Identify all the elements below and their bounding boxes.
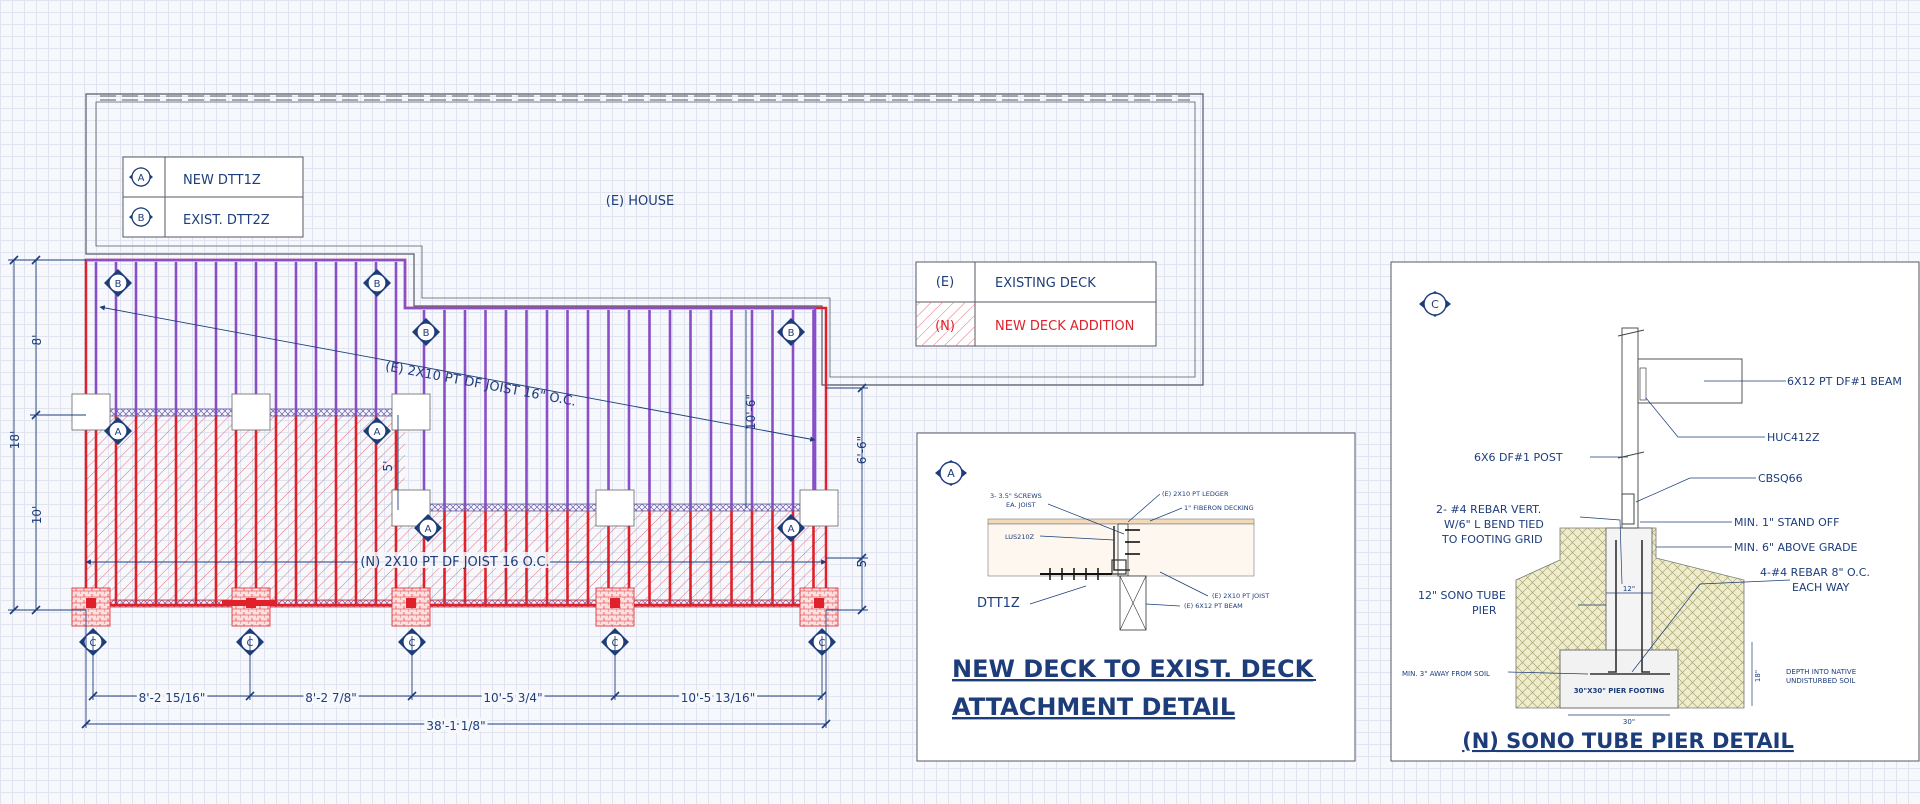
connector-marker-label: A	[374, 427, 381, 438]
connector-marker-a: A	[104, 417, 132, 445]
legend-marker-b-label: B	[138, 213, 145, 224]
connector-marker-label: A	[115, 427, 122, 438]
pier-note-rebar-vert-2: W/6" L BEND TIED	[1444, 518, 1544, 531]
dim-total: 38'-1 1/8"	[426, 719, 485, 733]
pier-detail: C	[1390, 261, 1920, 762]
pier-detail-title: (N) SONO TUBE PIER DETAIL	[1462, 729, 1794, 753]
legend-row-b-label: EXIST. DTT2Z	[183, 213, 270, 228]
note-beam: (E) 6X12 PT BEAM	[1184, 602, 1243, 610]
note-decking: 1" FIBERON DECKING	[1184, 504, 1254, 512]
house-label: (E) HOUSE	[606, 194, 674, 209]
note-ledger: (E) 2X10 PT LEDGER	[1162, 490, 1229, 498]
pier-note-post: 6X6 DF#1 POST	[1474, 451, 1563, 464]
attachment-detail: A	[916, 432, 1356, 762]
connector-marker-label: A	[788, 524, 795, 535]
pier-note-depth-dim: 18"	[1754, 670, 1762, 682]
attachment-detail-marker: A	[935, 460, 967, 486]
pier-note-standoff: MIN. 1" STAND OFF	[1734, 516, 1839, 529]
note-screws: 3- 3.5" SCREWS	[990, 492, 1042, 500]
pier-note-depth-1: DEPTH INTO NATIVE	[1786, 668, 1856, 676]
dim-bottom-1: 8'-2 15/16"	[139, 691, 206, 705]
connector-marker-label: B	[788, 328, 795, 339]
pier-note-sono-1: 12" SONO TUBE	[1418, 589, 1506, 602]
dim-overall-left: 18'	[8, 431, 22, 450]
deck-plan: (E) 2X10 PT DF JOIST 16" O.C. (N) 2X10 P…	[71, 258, 839, 627]
dim-upper-left: 8'	[30, 335, 44, 346]
legend-row-a-label: NEW DTT1Z	[183, 173, 261, 188]
legend-marker-a-label: A	[138, 173, 145, 184]
legend-new-tag: (N)	[935, 319, 955, 334]
legend-new-label: NEW DECK ADDITION	[995, 319, 1134, 334]
legend-existing-tag: (E)	[936, 275, 954, 290]
connector-marker-a: A	[414, 514, 442, 542]
connector-marker-a: A	[777, 514, 805, 542]
pier-note-dim30: 30"	[1623, 718, 1635, 726]
connector-marker-b: B	[412, 318, 440, 346]
legend-marker-b: B	[129, 207, 153, 227]
house-outline	[85, 93, 1204, 386]
dim-right-lower: 5'	[855, 557, 869, 568]
connector-marker-b: B	[777, 318, 805, 346]
pier-note-footing: 30"X30" PIER FOOTING	[1574, 687, 1665, 695]
attachment-title-2: ATTACHMENT DETAIL	[952, 693, 1235, 721]
pier-note-sono-2: PIER	[1472, 604, 1497, 617]
connector-marker-label: B	[374, 279, 381, 290]
pier-note-rebar-grid-1: 4-#4 REBAR 8" O.C.	[1760, 566, 1870, 579]
attachment-title-1: NEW DECK TO EXIST. DECK	[952, 655, 1315, 683]
new-joist-note: (N) 2X10 PT DF JOIST 16 O.C.	[360, 555, 549, 570]
pier-note-huc: HUC412Z	[1767, 431, 1820, 444]
note-screws-2: EA. JOIST	[1006, 501, 1036, 509]
legend-existing-label: EXISTING DECK	[995, 276, 1096, 291]
dim-span-upper: 10'-6"	[744, 394, 758, 430]
connector-marker-label: A	[425, 524, 432, 535]
dim-bottom-3: 10'-5 3/4"	[483, 691, 542, 705]
pier-note-soil: MIN. 3" AWAY FROM SOIL	[1402, 670, 1490, 678]
dim-bottom-4: 10'-5 13/16"	[681, 691, 755, 705]
pier-note-depth-2: UNDISTURBED SOIL	[1786, 677, 1855, 685]
attachment-detail-marker-label: A	[947, 467, 955, 480]
connector-marker-b: B	[104, 269, 132, 297]
connector-legend: A NEW DTT1Z B EXIST. DTT2Z	[122, 156, 304, 238]
pier-note-dim12: 12"	[1623, 585, 1635, 593]
connector-marker-label: B	[115, 279, 122, 290]
dim-lower-left: 10'	[30, 506, 44, 525]
pier-note-beam: 6X12 PT DF#1 BEAM	[1787, 375, 1902, 388]
dimension-labels: 18' 8' 10' 10'-6" 6'-6" 5' 5' 8'-2 15/16…	[8, 335, 869, 736]
deck-legend: (E) EXISTING DECK (N) NEW DECK ADDITION	[915, 261, 1157, 347]
pier-note-cbs: CBSQ66	[1758, 472, 1803, 485]
dimensions	[8, 255, 868, 729]
connector-marker-b: B	[363, 269, 391, 297]
dim-step: 5'	[381, 461, 395, 472]
legend-marker-a: A	[129, 167, 153, 187]
note-hanger: LUS210Z	[1005, 533, 1035, 541]
dim-right-upper: 6'-6"	[855, 436, 869, 464]
connector-marker-label: B	[423, 328, 430, 339]
pier-note-above-grade: MIN. 6" ABOVE GRADE	[1734, 541, 1858, 554]
pier-note-rebar-vert-1: 2- #4 REBAR VERT.	[1436, 503, 1541, 516]
connector-marker-a: A	[363, 417, 391, 445]
dim-bottom-2: 8'-2 7/8"	[305, 691, 357, 705]
pier-note-rebar-vert-3: TO FOOTING GRID	[1441, 533, 1543, 546]
pier-detail-marker: C	[1419, 291, 1451, 317]
note-dtt: DTT1Z	[977, 596, 1020, 611]
pier-note-rebar-grid-2: EACH WAY	[1792, 581, 1850, 594]
note-joist: (E) 2X10 PT JOIST	[1212, 592, 1269, 600]
pier-detail-marker-label: C	[1431, 298, 1439, 311]
